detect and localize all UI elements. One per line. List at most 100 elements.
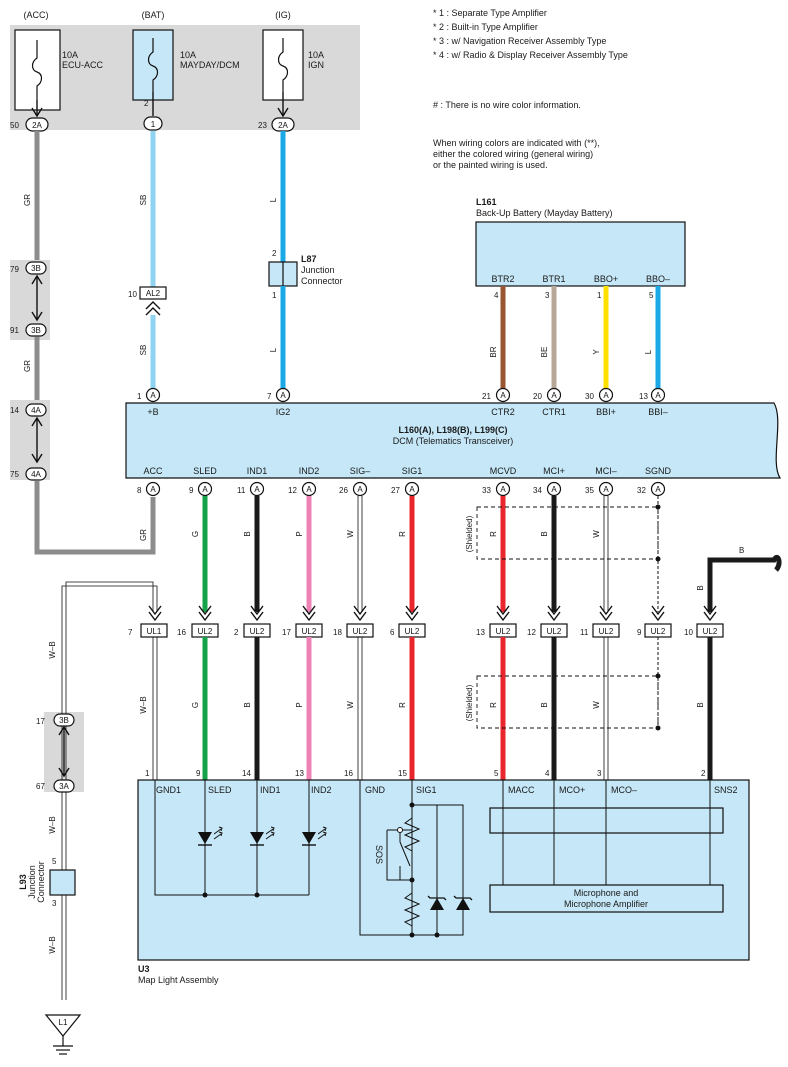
dcm-conn-30: A: [603, 391, 609, 400]
dcm-conn-7: A: [280, 391, 286, 400]
dcm-label-plus-b: +B: [147, 407, 158, 417]
ul-pin-7: 7: [128, 628, 133, 637]
fuse-ig-conn: 2A: [278, 121, 288, 130]
u3-map-light-assembly: 1 9 14 13 16 15 5 4 3 2 GND1 SLED IND1 I…: [137, 769, 750, 985]
wire-label-p-1: P: [295, 531, 304, 536]
l93-junction-icon: [49, 869, 76, 896]
ul-pin-6: 6: [390, 628, 395, 637]
fuse-ig-arrow-icon: [277, 107, 289, 118]
u3-pin-1: 1: [145, 769, 150, 778]
u3-pin-2: 2: [701, 769, 706, 778]
led-ind2-icon: [302, 826, 327, 846]
wire-label-b-4: B: [540, 702, 549, 707]
dcm-label-ind2: IND2: [299, 466, 320, 476]
ground-icon: [53, 1036, 73, 1055]
dcm-label-sig-minus: SIG–: [350, 466, 371, 476]
bat-sb-wire: SB 10 AL2 SB: [128, 131, 167, 390]
u3-label-mco-plus: MCO+: [559, 785, 585, 795]
j3-bottom-pin: 67: [36, 782, 45, 791]
u3-label-macc: MACC: [508, 785, 535, 795]
dcm-pin-11: 11: [237, 486, 246, 495]
j3-top-pin: 17: [36, 717, 45, 726]
u3-pin-14: 14: [242, 769, 251, 778]
dcm-to-ul-wires: GR G B P W R R B W (Shielded) B B: [61, 496, 782, 1000]
l93-pin-bottom: 3: [52, 899, 57, 908]
fuse-bat-name: MAYDAY/DCM: [180, 60, 240, 70]
l161-pin-5: 5: [649, 291, 654, 300]
dcm-conn-13: A: [655, 391, 661, 400]
dcm-pin-7: 7: [267, 392, 272, 401]
l87-line1: Junction: [301, 265, 335, 275]
u3-label-sled: SLED: [208, 785, 232, 795]
u3-label-ind1: IND1: [260, 785, 281, 795]
u3-pin-3: 3: [597, 769, 602, 778]
note-hash: # : There is no wire color information.: [433, 100, 581, 110]
zener-diode-2-icon: [453, 895, 473, 910]
wire-label-r-2: R: [489, 531, 498, 537]
l161-code: L161: [476, 197, 497, 207]
l93-line1: Junction: [27, 865, 37, 899]
wire-label-r-4: R: [489, 702, 498, 708]
wire-label-y: Y: [592, 349, 601, 355]
dcm-conn-20: A: [551, 391, 557, 400]
wire-label-l-3: L: [644, 349, 653, 354]
j3-top-conn: 3B: [59, 716, 69, 725]
ul-pin-2: 2: [234, 628, 239, 637]
dcm-conn-34: A: [551, 485, 557, 494]
wire-label-w-1: W: [346, 530, 355, 538]
wire-label-sb-2: SB: [139, 345, 148, 356]
l87-line2: Connector: [301, 276, 343, 286]
led-sled-icon: [198, 826, 223, 846]
ul-pin-18: 18: [333, 628, 342, 637]
u3-label-mco-minus: MCO–: [611, 785, 637, 795]
wire-label-wb-1: W–B: [139, 696, 148, 713]
fuse-acc-name: ECU-ACC: [62, 60, 104, 70]
note-wiring-3: or the painted wiring is used.: [433, 160, 548, 170]
l87-pin-bottom: 1: [272, 291, 277, 300]
ul-to-u3-wires: W–B G B P W R R B W (Shielded) B: [139, 637, 713, 780]
dcm-label-sgnd: SGND: [645, 466, 672, 476]
dcm-conn-27: A: [409, 485, 415, 494]
l93-code: L93: [18, 874, 28, 890]
u3-label-sig1: SIG1: [416, 785, 437, 795]
ul-conn-18: UL2: [353, 627, 368, 636]
wire-label-r-3: R: [398, 702, 407, 708]
u3-pin-5: 5: [494, 769, 499, 778]
dcm-conn-1: A: [150, 391, 156, 400]
wire-label-gr-1: GR: [23, 194, 32, 206]
dcm-label-ind1: IND1: [247, 466, 268, 476]
dcm-pin-32: 32: [637, 486, 646, 495]
j1-top-conn: 3B: [31, 264, 41, 273]
u3-label-ind2: IND2: [311, 785, 332, 795]
l161-term-bbo-minus: BBO–: [646, 274, 670, 284]
dcm-conn-33: A: [500, 485, 506, 494]
ul-conn-11: UL2: [599, 627, 614, 636]
wire-label-wb-3: W–B: [48, 816, 57, 833]
fuse-acc-icon: [31, 40, 43, 100]
dcm-label-ctr1: CTR1: [542, 407, 566, 417]
fuse-bat-conn: 1: [151, 120, 156, 129]
ul-conn-13: UL2: [496, 627, 511, 636]
ul-conn-17: UL2: [302, 627, 317, 636]
fuse-acc-conn: 2A: [32, 121, 42, 130]
dcm-conn-32: A: [655, 485, 661, 494]
fuse-ig-icon: [277, 38, 289, 92]
ul-pin-9: 9: [637, 628, 642, 637]
wire-label-l-2: L: [269, 347, 278, 352]
dcm-conn-21: A: [500, 391, 506, 400]
dcm-pin-21: 21: [482, 392, 491, 401]
dcm-conn-8: A: [150, 485, 156, 494]
dcm-label-sig1: SIG1: [402, 466, 423, 476]
wire-label-g-2: G: [191, 702, 200, 708]
u3-name: Map Light Assembly: [138, 975, 219, 985]
j2-bottom-pin: 75: [10, 470, 19, 479]
ul-conn-6: UL2: [405, 627, 420, 636]
j2-top-conn: 4A: [31, 406, 41, 415]
l161-term-bbo-plus: BBO+: [594, 274, 618, 284]
dcm-pin-27: 27: [391, 486, 400, 495]
ul-pin-10: 10: [684, 628, 693, 637]
dcm-pin-34: 34: [533, 486, 542, 495]
dcm-name: DCM (Telematics Transceiver): [393, 436, 514, 446]
note-wiring-1: When wiring colors are indicated with (*…: [433, 138, 600, 148]
